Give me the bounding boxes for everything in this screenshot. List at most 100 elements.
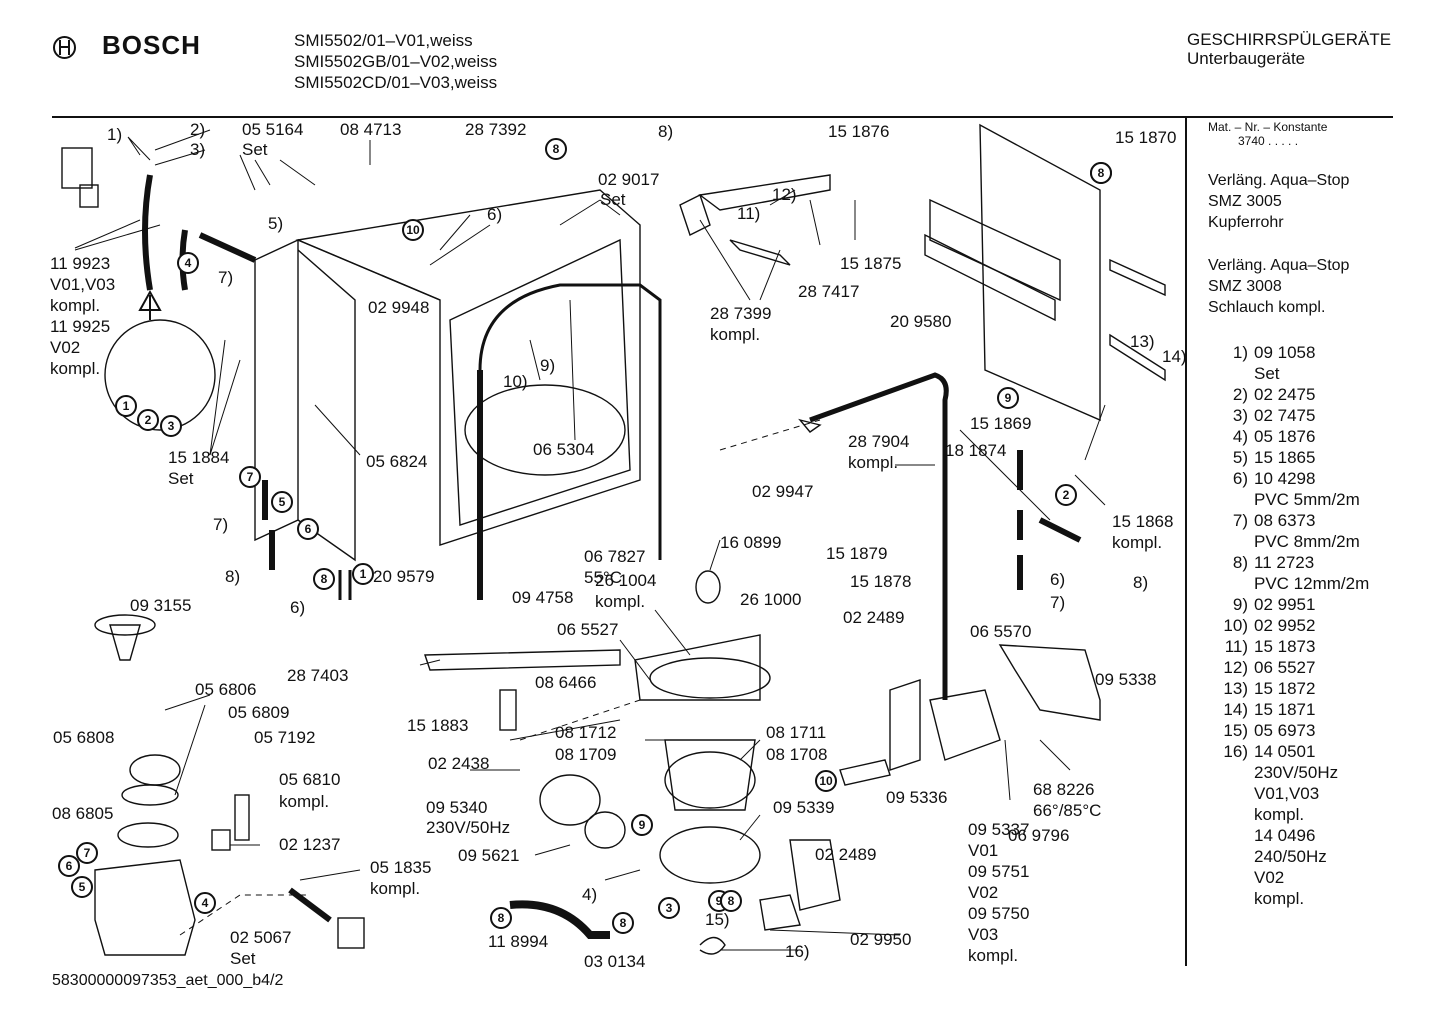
part-callout: 02 9948 (368, 298, 430, 317)
part-callout: 10) (503, 372, 528, 391)
part-callout: 18 1874 (945, 441, 1007, 460)
circled-marker: 8 (720, 890, 742, 912)
part-callout: 05 6824 (366, 452, 428, 471)
circled-marker: 8 (1090, 162, 1112, 184)
legend-number: 11) (1224, 637, 1248, 656)
circled-marker: 4 (194, 892, 216, 914)
category-title: GESCHIRRSPÜLGERÄTE (1187, 30, 1392, 49)
part-callout: kompl. (710, 325, 761, 344)
part-callout: 8) (658, 122, 674, 141)
part-callout: 11 9923 (50, 254, 111, 273)
part-callout: 16) (785, 942, 810, 961)
note-line: SMZ 3005 (1208, 193, 1282, 210)
legend-row: 2)02 2475 (1208, 384, 1369, 405)
circled-marker: 4 (177, 252, 199, 274)
part-callout: 15) (705, 910, 730, 929)
part-callout: Set (230, 949, 256, 968)
circled-marker: 6 (58, 855, 80, 877)
note-line: Kupferrohr (1208, 214, 1284, 231)
legend-line: 09 1058 (1254, 343, 1316, 362)
part-callout: 13) (1130, 332, 1155, 351)
part-callout: 09 3155 (130, 596, 192, 615)
circled-marker: 1 (352, 563, 374, 585)
legend-lines: 15 1865 (1254, 447, 1315, 468)
legend-row: 10)02 9952 (1208, 615, 1369, 636)
part-callout: 5) (268, 214, 284, 233)
legend-number: 3) (1232, 406, 1248, 425)
brand-name: BOSCH (102, 30, 201, 60)
part-callout: 11 9925 (50, 317, 111, 336)
part-callout: 15 1870 (1115, 128, 1177, 147)
legend-line: kompl. (1254, 889, 1305, 908)
legend-row: 5)15 1865 (1208, 447, 1369, 468)
part-callout: kompl. (50, 359, 101, 378)
tube-pieces-drawing (262, 450, 1082, 600)
part-callout: 05 7192 (254, 728, 316, 747)
model-line: SMI5502CD/01–V03,weiss (294, 73, 498, 92)
circled-marker: 8 (313, 568, 335, 590)
note-copper: Verläng. Aqua–Stop SMZ 3005 Kupferrohr (1208, 170, 1369, 233)
part-callout: 26 1004 (595, 571, 657, 590)
legend-line: 02 7475 (1254, 406, 1316, 425)
part-callout: 28 7904 (848, 432, 910, 451)
circled-marker: 6 (297, 518, 319, 540)
part-callout: 03 0134 (584, 952, 646, 971)
part-callout: 28 7403 (287, 666, 349, 685)
legend-lines: 02 2475 (1254, 384, 1315, 405)
constant-label: Mat. – Nr. – Konstante (1208, 120, 1328, 134)
part-callout: 15 1868 (1112, 512, 1174, 531)
legend-number: 1) (1232, 343, 1248, 362)
legend-number: 7) (1232, 511, 1248, 530)
legend-line: PVC 12mm/2m (1254, 574, 1370, 593)
part-callout: Set (168, 469, 194, 488)
part-callout: 06 5570 (970, 622, 1032, 641)
part-callout: 09 5339 (773, 798, 835, 817)
legend-lines: 02 9952 (1254, 615, 1315, 636)
legend-number: 12) (1223, 658, 1248, 677)
part-callout: 09 5336 (886, 788, 948, 807)
part-callout: V02 (50, 338, 81, 357)
note-line: Verläng. Aqua–Stop (1208, 172, 1350, 189)
part-callout: 1) (107, 125, 123, 144)
model-list: SMI5502/01–V01,weiss SMI5502GB/01–V02,we… (294, 30, 497, 93)
part-callout: 66°/85°C (1033, 801, 1102, 820)
legend-lines: 02 9951 (1254, 594, 1315, 615)
part-callout: kompl. (595, 592, 646, 611)
part-callout: 3) (190, 140, 206, 159)
legend-lines: 06 5527 (1254, 657, 1315, 678)
part-callout: 08 1711 (766, 723, 827, 742)
part-callout: 7) (213, 515, 229, 534)
part-callout: 02 1237 (279, 835, 341, 854)
part-callout: 09 4758 (512, 588, 574, 607)
legend-row: 3) 02 7475 (1208, 405, 1369, 426)
legend-row: 13)15 1872 (1208, 678, 1369, 699)
sump-filter-drawing (424, 570, 771, 955)
pump-heater-drawing (759, 644, 1101, 931)
door-panel-drawing (924, 123, 1166, 422)
part-callout: 08 6466 (535, 673, 597, 692)
part-callout: V01 (968, 841, 999, 860)
circled-marker: 5 (271, 491, 293, 513)
part-callout: 09 5621 (458, 846, 520, 865)
part-callout: 15 1869 (970, 414, 1032, 433)
legend-number: 8) (1232, 553, 1248, 572)
part-callout: 6) (487, 205, 503, 224)
legend-lines: 02 7475 (1254, 405, 1315, 426)
part-callout: kompl. (279, 792, 330, 811)
part-callout: 06 9796 (1008, 826, 1070, 845)
legend-sidebar: Mat. – Nr. – Konstante 3740 . . . . . Ve… (1208, 120, 1369, 909)
part-callout: 05 5164 (242, 120, 304, 139)
part-callout: 12) (772, 185, 797, 204)
part-callout: 08 1712 (555, 723, 617, 742)
part-callout: 55°C (584, 568, 622, 587)
part-callout: V02 (968, 883, 999, 902)
part-callout: 09 5751 (968, 862, 1030, 881)
circled-marker: 8 (545, 138, 567, 160)
legend-row: 15)05 6973 (1208, 720, 1369, 741)
sidebar-divider (1185, 118, 1187, 966)
